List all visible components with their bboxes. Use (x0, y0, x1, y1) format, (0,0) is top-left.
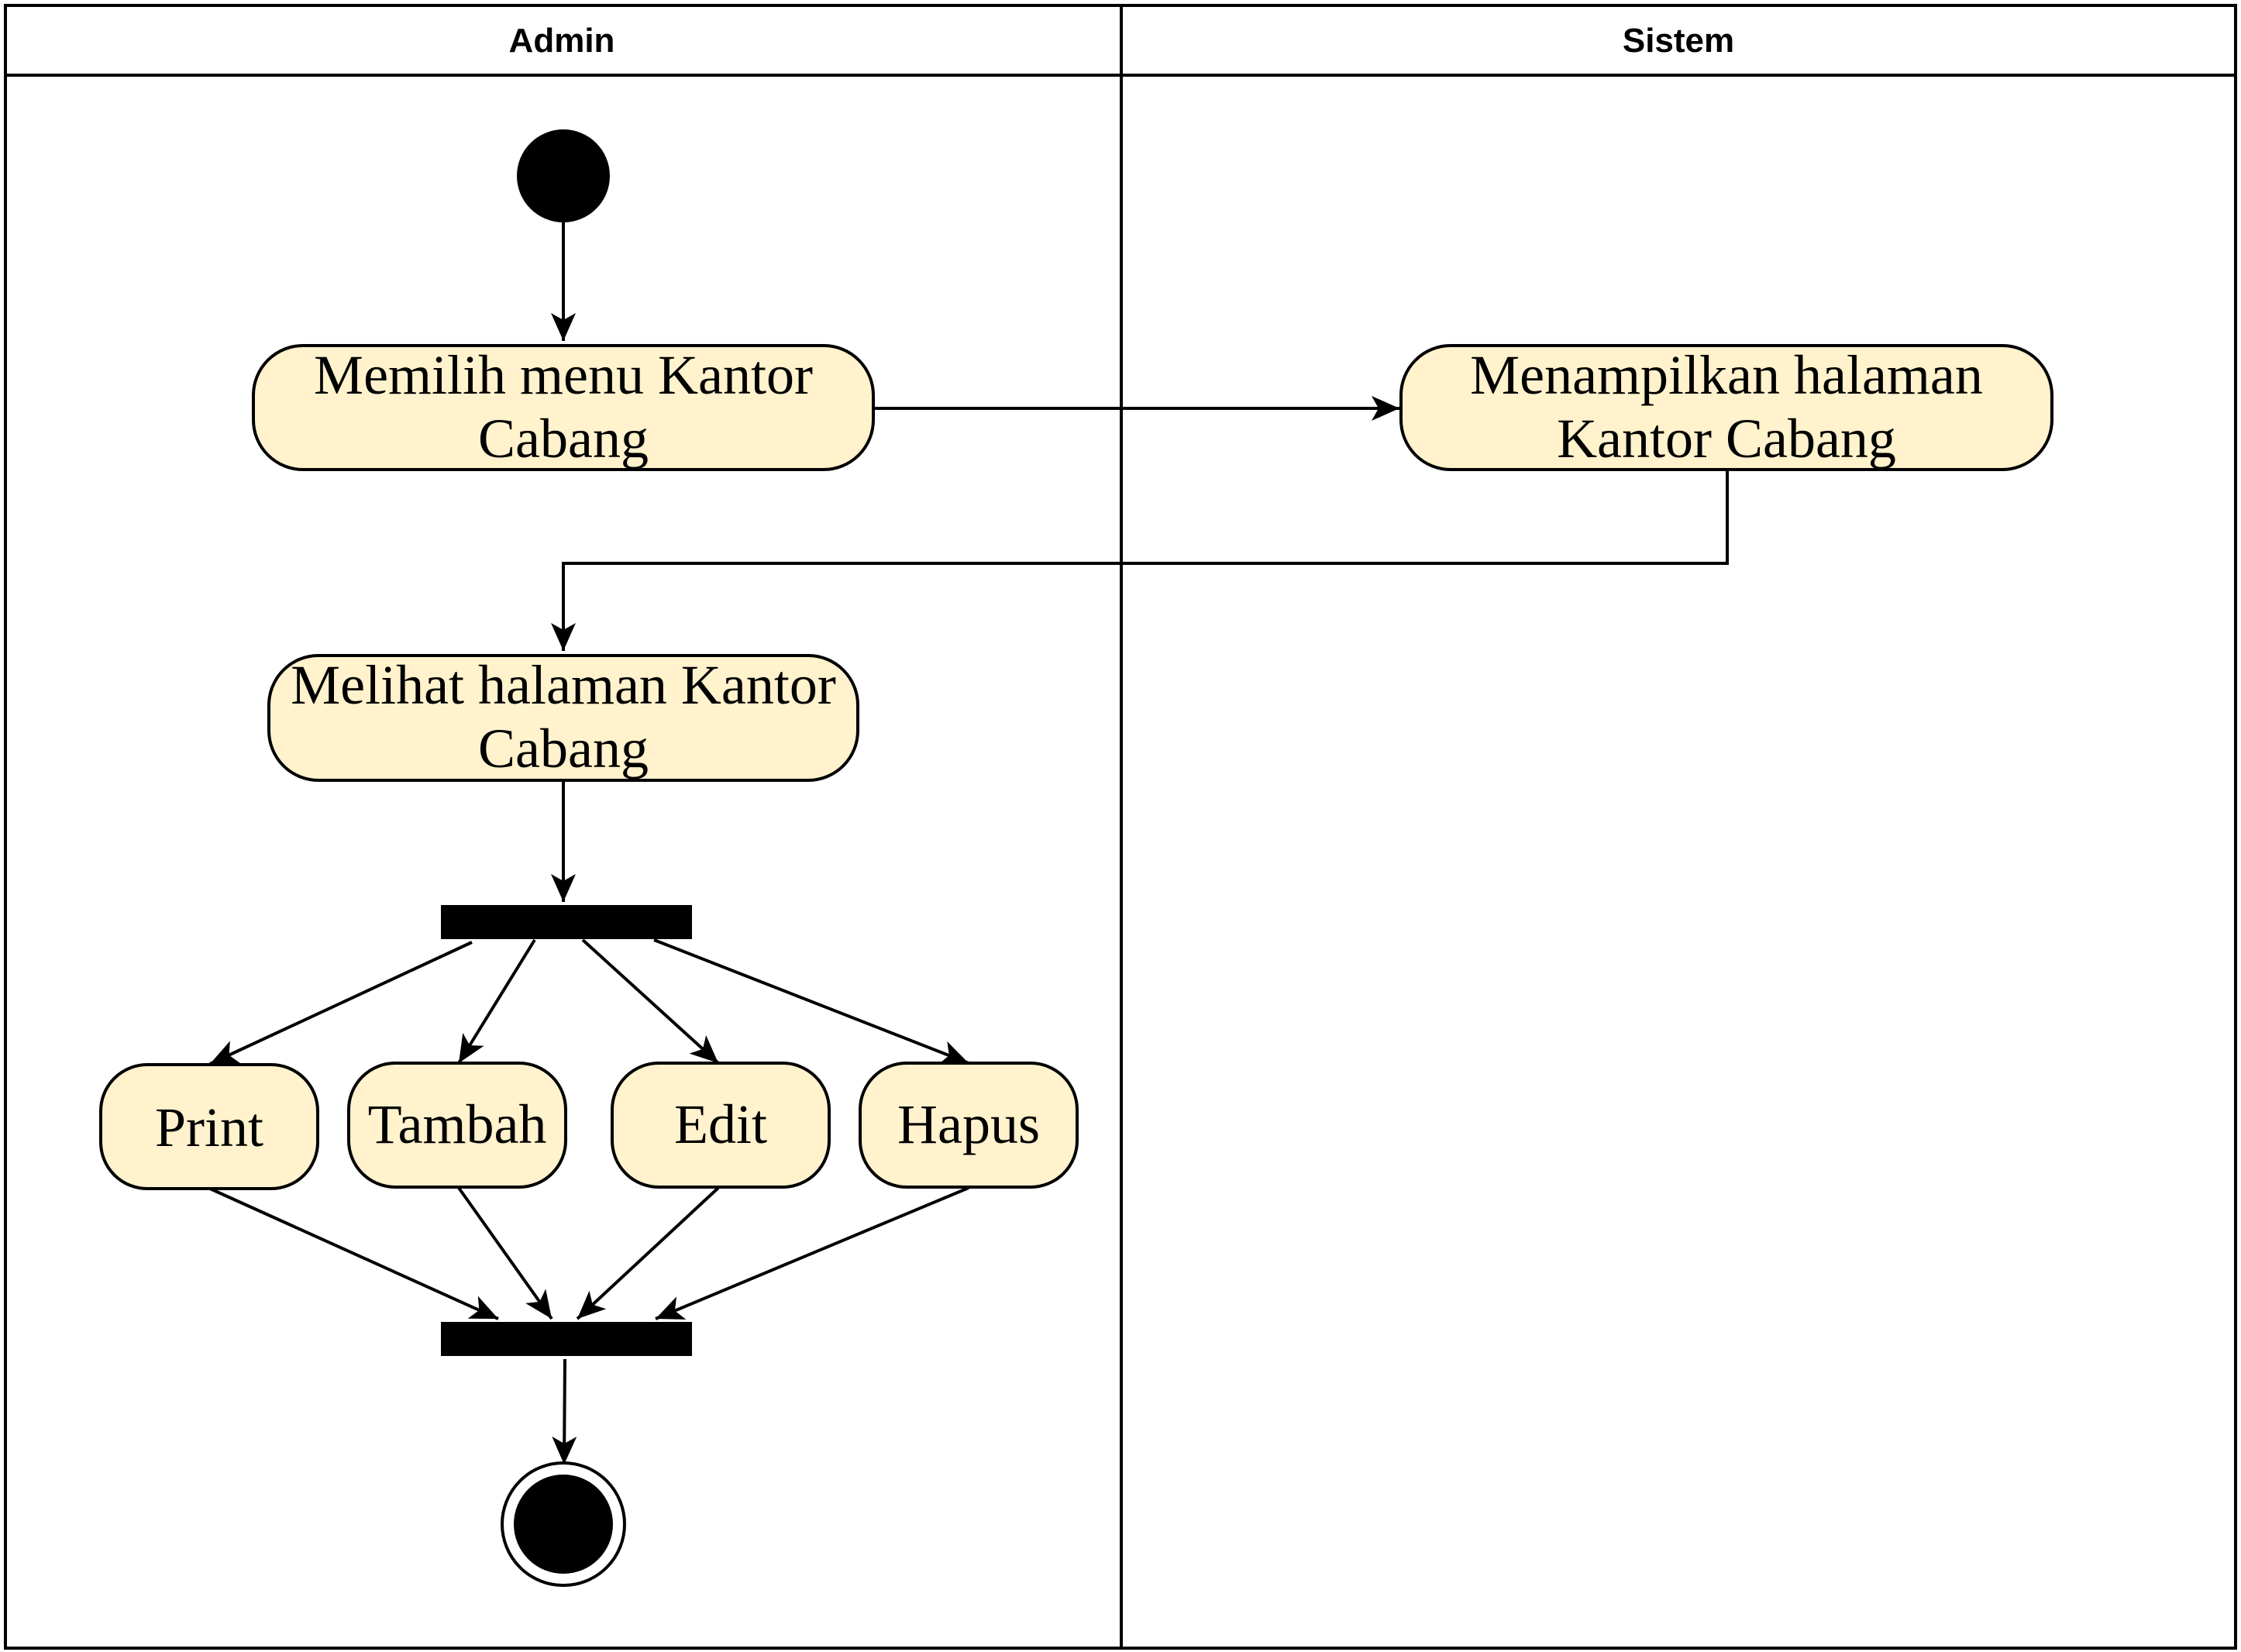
start-node (517, 129, 610, 222)
activity-memilih-menu: Memilih menu Kantor Cabang (252, 344, 875, 471)
edge-edit-to-join (576, 1186, 720, 1320)
join-bar (441, 1322, 692, 1356)
activity-print: Print (99, 1063, 319, 1190)
edge-hapus-to-join (655, 1186, 969, 1320)
edge-tambah-to-join (457, 1186, 553, 1320)
activity-hapus-label: Hapus (897, 1093, 1040, 1155)
activity-hapus: Hapus (859, 1062, 1079, 1189)
activity-menampilkan-line1: Menampilkan halaman (1470, 344, 1983, 406)
edge-fork-to-print (209, 941, 473, 1065)
activity-memilih-line2: Cabang (478, 408, 649, 470)
end-node (501, 1461, 626, 1587)
swimlane-frame (4, 4, 2237, 1650)
activity-melihat-halaman: Melihat halaman Kantor Cabang (267, 654, 859, 782)
lane-header-sistem: Sistem (1623, 22, 1734, 60)
activity-melihat-line1: Melihat halaman Kantor (291, 654, 836, 716)
activity-print-label: Print (155, 1096, 263, 1158)
edge-menampilkan-to-melihat (551, 470, 1729, 651)
edge-fork-to-hapus (653, 938, 969, 1065)
activity-melihat-line2: Cabang (478, 718, 649, 780)
edge-fork-to-tambah (457, 938, 536, 1065)
activity-memilih-line1: Memilih menu Kantor (314, 344, 813, 406)
edge-join-to-end (552, 1358, 577, 1465)
activity-menampilkan-line2: Kantor Cabang (1557, 408, 1896, 470)
lane-header-admin: Admin (509, 22, 615, 60)
edge-print-to-join (209, 1187, 499, 1320)
activity-edit: Edit (611, 1062, 831, 1189)
activity-menampilkan-halaman: Menampilkan halaman Kantor Cabang (1399, 344, 2053, 471)
activity-tambah-label: Tambah (368, 1093, 547, 1155)
flow-edges (209, 221, 1729, 1465)
edge-fork-to-edit (581, 938, 720, 1065)
activity-edit-label: Edit (674, 1093, 767, 1155)
fork-bar (441, 905, 692, 939)
activity-tambah: Tambah (347, 1062, 567, 1189)
